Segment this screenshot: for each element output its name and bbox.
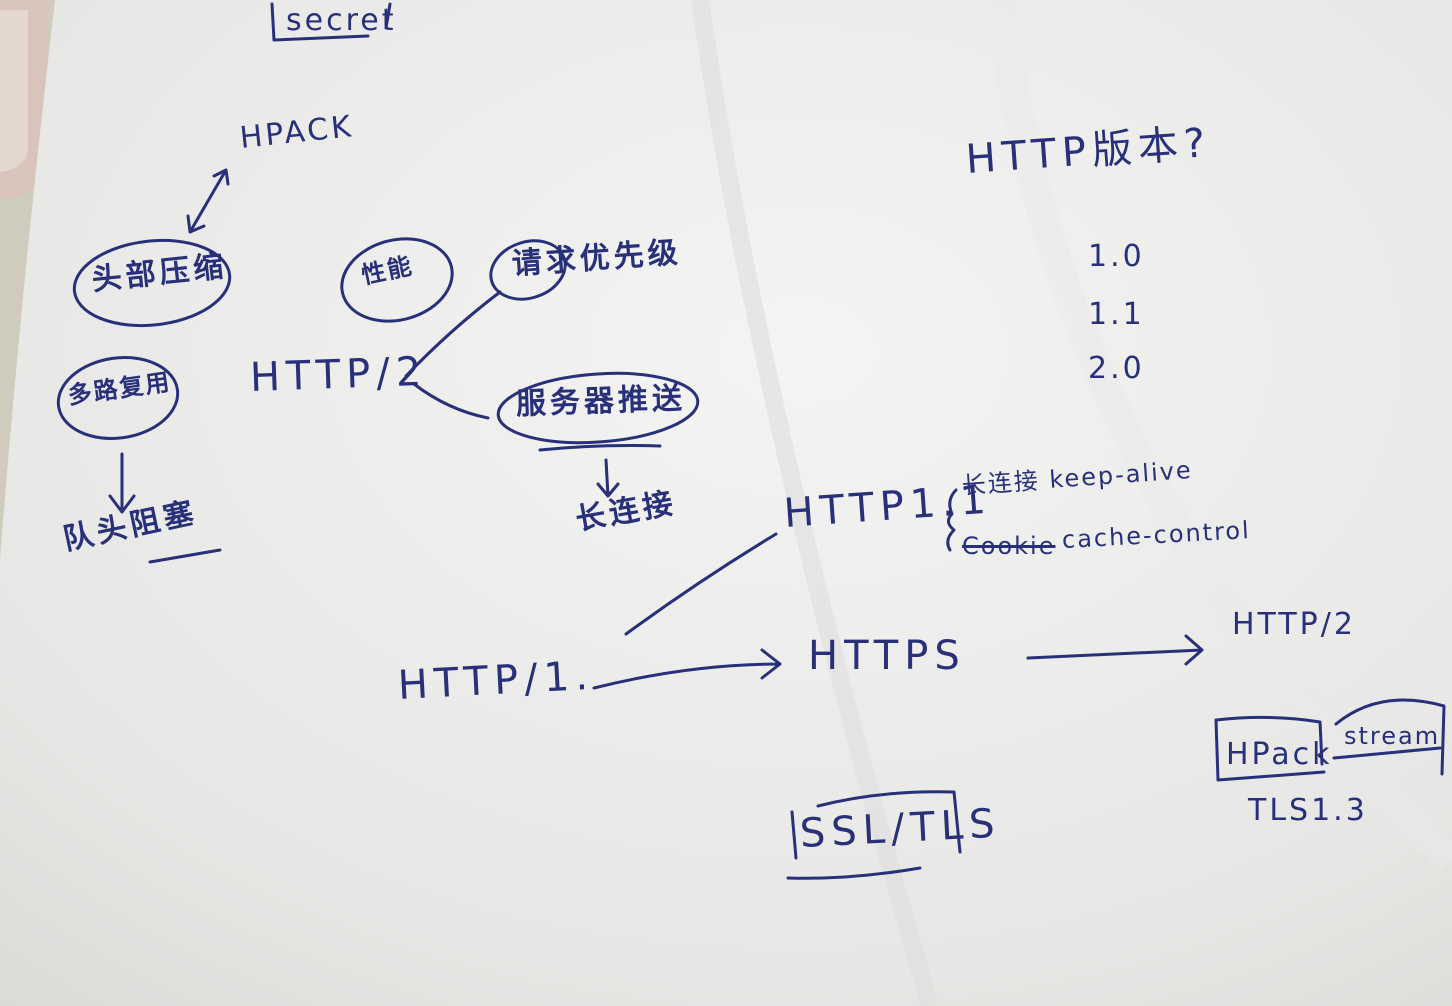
stream-box <box>1332 698 1446 776</box>
multiplex-ellipse <box>56 356 180 440</box>
hpack-box-label: HPack <box>1226 737 1333 772</box>
version-1-1: 1.1 <box>1088 297 1145 332</box>
branch-line-down <box>412 382 490 420</box>
https-label: HTTPS <box>808 633 966 679</box>
secret-note: secret <box>286 3 397 38</box>
secret-box <box>270 2 392 42</box>
hpack-box <box>1214 715 1326 782</box>
desk-object-inner <box>0 10 28 172</box>
ssl-tls-box <box>786 790 962 880</box>
arrow-down-head-block <box>108 452 136 514</box>
cookie-struck-label: Cookie <box>962 532 1056 560</box>
http1-label: HTTP/1. <box>396 652 595 709</box>
http2-right-label: HTTP/2 <box>1232 607 1356 642</box>
underline-server-push <box>538 444 662 452</box>
hpack-double-arrow <box>186 168 230 234</box>
server-push-label: 服务器推送 <box>515 381 687 422</box>
arrow-down-long-conn <box>596 458 620 498</box>
header-compress-ellipse <box>72 238 232 328</box>
priority-circle <box>489 239 567 301</box>
paper-fold <box>985 0 1452 872</box>
performance-ellipse <box>340 237 454 323</box>
arrow-http1-to-https <box>592 648 782 690</box>
line-http1-to-http11 <box>624 532 778 636</box>
http2-center-label: HTTP/2 <box>249 348 428 401</box>
underline-head-block <box>148 548 222 564</box>
version-2-0: 2.0 <box>1088 351 1145 386</box>
version-1-0: 1.0 <box>1088 239 1145 274</box>
brace-http11 <box>946 488 958 552</box>
stream-box-label: stream <box>1344 722 1441 750</box>
arrow-https-to-http2 <box>1026 634 1204 666</box>
tls13-label: TLS1.3 <box>1248 793 1368 828</box>
ssl-tls-label: SSL/TLS <box>798 800 1002 857</box>
paper-fold <box>691 0 939 1006</box>
server-push-ellipse <box>496 371 700 445</box>
branch-line-up <box>404 290 502 378</box>
